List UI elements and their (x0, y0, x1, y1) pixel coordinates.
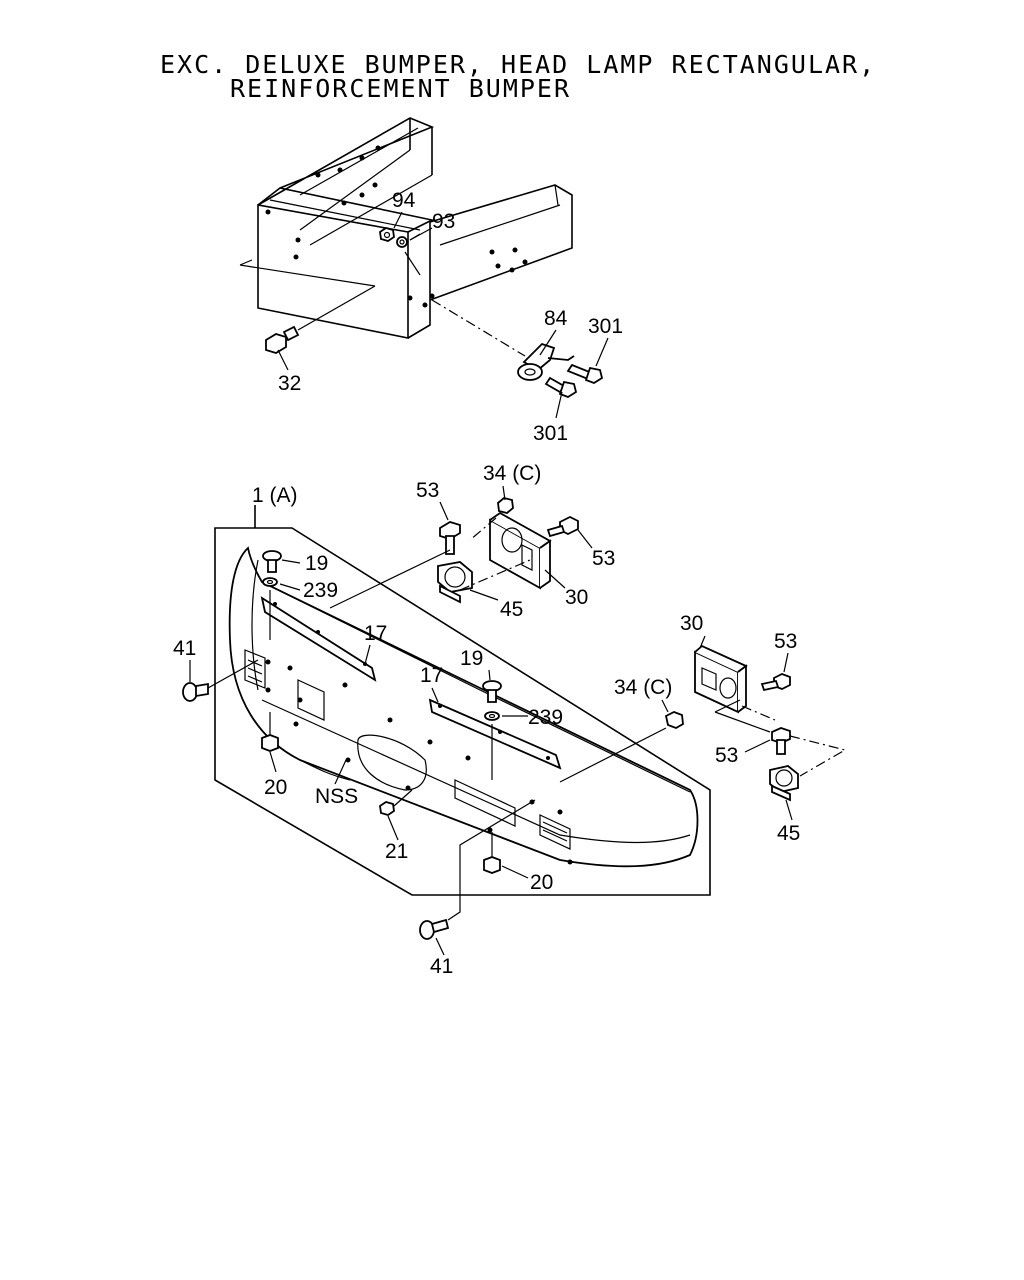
fog-lamp-45-right (769, 765, 799, 802)
label-17-left: 17 (364, 622, 387, 645)
label-94: 94 (392, 189, 416, 212)
nut-94 (379, 227, 395, 242)
label-41-left: 41 (173, 637, 196, 660)
bolt-19-left (262, 550, 282, 573)
bracket-30-right (694, 644, 748, 714)
label-53-right-upper: 53 (774, 630, 797, 653)
label-30-right: 30 (680, 612, 703, 635)
label-84: 84 (544, 307, 568, 330)
washer-239-right (484, 711, 500, 721)
label-34c-upper: 34 (C) (483, 462, 541, 485)
tow-hook-84 (517, 342, 575, 381)
nut-34c-upper (497, 497, 514, 514)
label-20-left: 20 (264, 776, 287, 799)
label-93: 93 (432, 210, 455, 233)
bumper-body (228, 546, 699, 868)
label-34c-lower: 34 (C) (614, 676, 672, 699)
label-32: 32 (278, 372, 301, 395)
label-17-right: 17 (420, 664, 443, 687)
callout-labels: 94 93 84 301 301 32 1 (A) 53 34 (C) 53 3… (173, 189, 800, 978)
bracket-30-left (489, 511, 552, 590)
bolt-301-lower (544, 376, 578, 398)
label-239-right: 239 (528, 706, 563, 729)
reinforcement-17-right (428, 698, 562, 770)
label-53-right-lower: 53 (715, 744, 738, 767)
frame-assembly (257, 117, 573, 339)
bolt-19-right (482, 680, 502, 703)
label-19-left: 19 (305, 552, 328, 575)
label-nss: NSS (315, 785, 358, 808)
leader-lines (189, 211, 793, 956)
label-53-upper-right: 53 (592, 547, 615, 570)
kit-boundary (214, 527, 711, 896)
label-41-lower: 41 (430, 955, 453, 978)
nut-20-left (261, 734, 279, 752)
washer-239-left (262, 577, 278, 587)
label-21: 21 (385, 840, 408, 863)
bolt-41-lower (419, 918, 450, 940)
label-301-upper: 301 (588, 315, 623, 338)
washer-93 (396, 236, 408, 248)
label-45-right: 45 (777, 822, 800, 845)
nut-21 (379, 801, 395, 816)
nut-34c-lower (664, 711, 684, 729)
label-19-right: 19 (460, 647, 483, 670)
title-line-1: EXC. DELUXE BUMPER, HEAD LAMP RECTANGULA… (160, 50, 877, 79)
bolt-53-right-upper (760, 673, 791, 692)
label-20-right: 20 (530, 871, 553, 894)
bolt-301-upper (566, 363, 604, 384)
label-30-upper: 30 (565, 586, 588, 609)
bolt-41-left (182, 682, 209, 702)
bolt-53-upper-left (439, 521, 461, 555)
label-239-left: 239 (303, 579, 338, 602)
label-301-lower: 301 (533, 422, 568, 445)
bolt-53-right-lower (771, 727, 791, 755)
bolt-32 (265, 325, 300, 354)
label-53-upper-left: 53 (416, 479, 439, 502)
fog-lamp-45-upper (437, 561, 473, 604)
nut-20-right (483, 856, 501, 874)
label-45-upper: 45 (500, 598, 523, 621)
title-line-2: REINFORCEMENT BUMPER (230, 74, 572, 103)
label-1a: 1 (A) (252, 484, 298, 507)
bolt-53-upper-right (546, 515, 579, 538)
